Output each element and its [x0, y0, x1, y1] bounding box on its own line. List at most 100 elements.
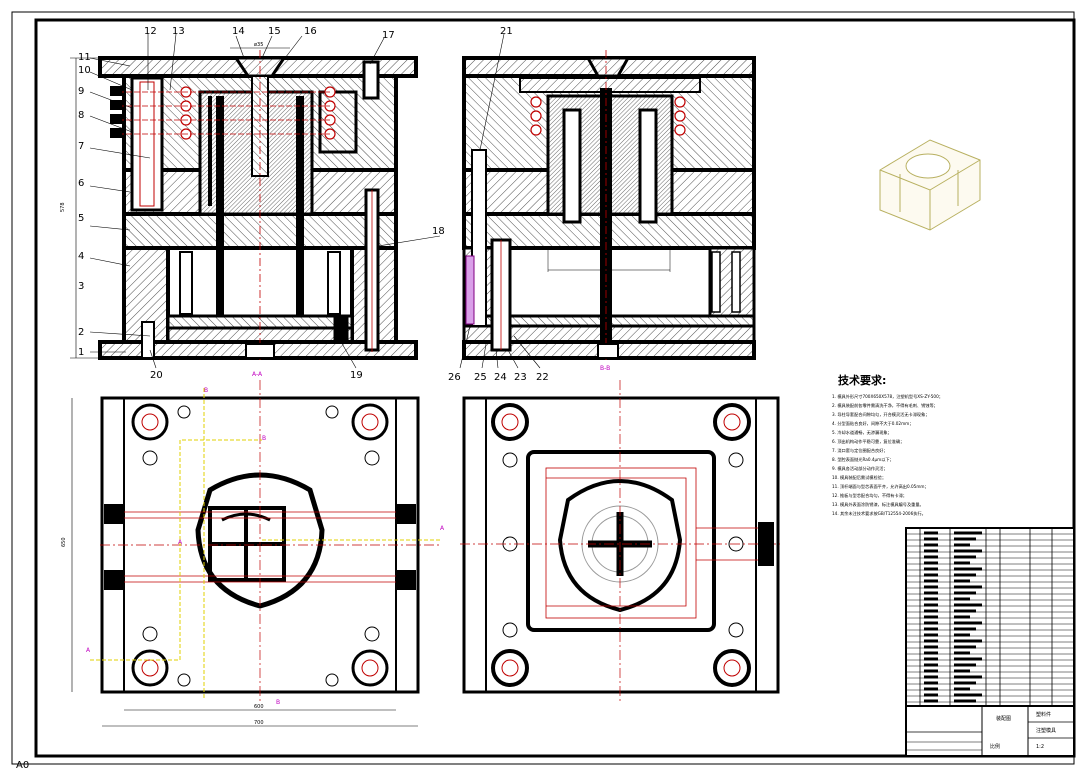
parts-list-cell-mark: [954, 651, 970, 655]
parts-list-cell-mark: [954, 579, 970, 583]
parts-list-cell-mark: [924, 543, 938, 547]
svg-text:2. 模具装配前各零件需清洗干净，不得有毛刺、锈蚀等；: 2. 模具装配前各零件需清洗干净，不得有毛刺、锈蚀等；: [832, 402, 938, 409]
part-isometric-view: [879, 139, 981, 231]
ejector-rod: [216, 96, 224, 316]
part-number-leaders-right: [459, 33, 541, 369]
svg-text:17: 17: [382, 30, 395, 41]
front-height-dim: 578: [60, 202, 66, 212]
svg-text:26: 26: [448, 372, 461, 383]
svg-text:13. 模具外表面涂防锈漆，标注模具编号及重量。: 13. 模具外表面涂防锈漆，标注模具编号及重量。: [832, 501, 924, 508]
svg-text:5. 冷却水道通畅，无渗漏现象；: 5. 冷却水道通畅，无渗漏现象；: [832, 429, 892, 436]
svg-text:9. 模具各活动部分动作灵活；: 9. 模具各活动部分动作灵活；: [832, 465, 888, 472]
parts-list-cell-mark: [924, 651, 938, 655]
sheet-corner-label: A0: [16, 760, 29, 771]
svg-text:10: 10: [78, 65, 91, 76]
svg-text:B: B: [276, 699, 280, 706]
ejector-pin-2: [327, 251, 341, 315]
sheet-inner-border: [34, 18, 1076, 758]
water-fittings-left: [110, 86, 122, 138]
parts-list-cell-mark: [924, 603, 938, 607]
svg-text:B: B: [262, 435, 266, 442]
knockout-hole: [245, 343, 275, 359]
front-section-right: B-B: [462, 50, 756, 372]
parts-list-cell-mark: [924, 555, 938, 559]
parts-list-cell-mark: [954, 669, 970, 673]
svg-text:6. 顶出机构动作平稳可靠，复位准确；: 6. 顶出机构动作平稳可靠，复位准确；: [832, 438, 904, 445]
parts-list-cell-mark: [954, 693, 982, 697]
screw-17: [362, 60, 380, 100]
parts-list-cell-mark: [924, 699, 938, 703]
parts-list-cell-mark: [954, 657, 982, 661]
svg-text:7: 7: [78, 141, 84, 152]
svg-text:塑料件: 塑料件: [1036, 711, 1051, 718]
svg-text:装配图: 装配图: [996, 715, 1011, 722]
svg-text:21: 21: [500, 26, 513, 37]
section-label-left: A-A: [252, 371, 263, 378]
svg-text:2: 2: [78, 327, 84, 338]
parts-list-cell-mark: [954, 555, 976, 559]
svg-text:3: 3: [78, 281, 84, 292]
parts-list-cell-mark: [924, 645, 938, 649]
parts-list-cell-mark: [924, 531, 938, 535]
parts-list-cell-mark: [954, 687, 970, 691]
parts-list-cell-mark: [924, 579, 938, 583]
svg-text:A: A: [440, 525, 445, 532]
svg-text:B: B: [204, 387, 208, 394]
parts-list-cell-mark: [924, 675, 938, 679]
section-label-right: B-B: [600, 365, 610, 372]
svg-text:16: 16: [304, 26, 317, 37]
svg-text:7. 浇口套与定位圈配合良好；: 7. 浇口套与定位圈配合良好；: [832, 447, 888, 454]
parts-list-table: [905, 527, 1075, 707]
plastic-part-left: [208, 96, 212, 206]
svg-text:11. 顶杆端面与型芯表面平齐，允许高出0.05mm；: 11. 顶杆端面与型芯表面平齐，允许高出0.05mm；: [832, 483, 929, 490]
svg-text:比例: 比例: [990, 743, 1000, 750]
parts-list-cell-mark: [924, 585, 938, 589]
parts-list-cell-mark: [954, 591, 976, 595]
part-number-labels-right: 21 26 25 24 23 22: [448, 26, 549, 383]
svg-text:11: 11: [78, 52, 91, 63]
parts-list-cell-mark: [954, 681, 976, 685]
parts-list-cell-mark: [924, 663, 938, 667]
front-section-left: A-A 578 ø35: [60, 42, 418, 378]
stop-pin-left: [141, 321, 155, 359]
parts-list-cell-mark: [924, 537, 938, 541]
parts-list-cell-mark: [954, 615, 970, 619]
stop-pin-right: [333, 317, 349, 343]
parts-list-cell-mark: [924, 639, 938, 643]
parts-list-cell-mark: [924, 591, 938, 595]
svg-text:5: 5: [78, 213, 84, 224]
svg-text:14. 其余未注技术要求按GB/T12554-2006执行。: 14. 其余未注技术要求按GB/T12554-2006执行。: [832, 510, 926, 517]
ejector-rod-2: [296, 96, 304, 316]
svg-text:1. 模具外形尺寸700X650X578，注塑机型号XS-Z: 1. 模具外形尺寸700X650X578，注塑机型号XS-ZY-500；: [832, 393, 943, 400]
svg-text:8. 型腔表面抛光Ra0.4μm以下；: 8. 型腔表面抛光Ra0.4μm以下；: [832, 456, 894, 463]
parts-list-cell-mark: [954, 531, 982, 535]
technical-requirements: 技术要求: 1. 模具外形尺寸700X650X578，注塑机型号XS-ZY-50…: [832, 373, 943, 517]
parts-list-cell-mark: [954, 675, 982, 679]
parts-list-cell-mark: [924, 681, 938, 685]
sprue-dim: ø35: [254, 42, 263, 48]
svg-text:3. 导柱导套配合间隙均匀，开合模灵活无卡滞现象；: 3. 导柱导套配合间隙均匀，开合模灵活无卡滞现象；: [832, 411, 929, 418]
title-block: 装配图 塑料件 注塑模具 1:2 比例: [905, 705, 1075, 757]
parts-list-cell-mark: [924, 561, 938, 565]
parts-list-cell-mark: [954, 699, 976, 703]
part-number-labels-left: 1 2 3 4 5 6 7 8 9 10 11 12 13 14 15 16 1…: [78, 26, 445, 381]
parts-list-cell-mark: [954, 567, 982, 571]
parts-list-cell-mark: [954, 597, 970, 601]
parts-list-cell-mark: [924, 609, 938, 613]
parts-list-cell-mark: [924, 633, 938, 637]
svg-text:9: 9: [78, 86, 84, 97]
parts-list-cell-mark: [954, 645, 976, 649]
svg-text:19: 19: [350, 370, 363, 381]
parts-list-cell-mark: [924, 567, 938, 571]
parts-list-cell-mark: [924, 627, 938, 631]
svg-text:注塑模具: 注塑模具: [1036, 727, 1056, 734]
parts-list-cell-mark: [924, 687, 938, 691]
parts-list-cell-mark: [954, 549, 982, 553]
svg-text:技术要求:: 技术要求:: [838, 373, 886, 387]
parts-list-cell-mark: [924, 573, 938, 577]
plan-overall-width-dim: 700: [254, 720, 264, 726]
cooling-lines-left: [110, 91, 330, 135]
parts-list-cell-mark: [924, 615, 938, 619]
svg-text:10. 模具装配后需试模检验；: 10. 模具装配后需试模检验；: [832, 474, 886, 481]
